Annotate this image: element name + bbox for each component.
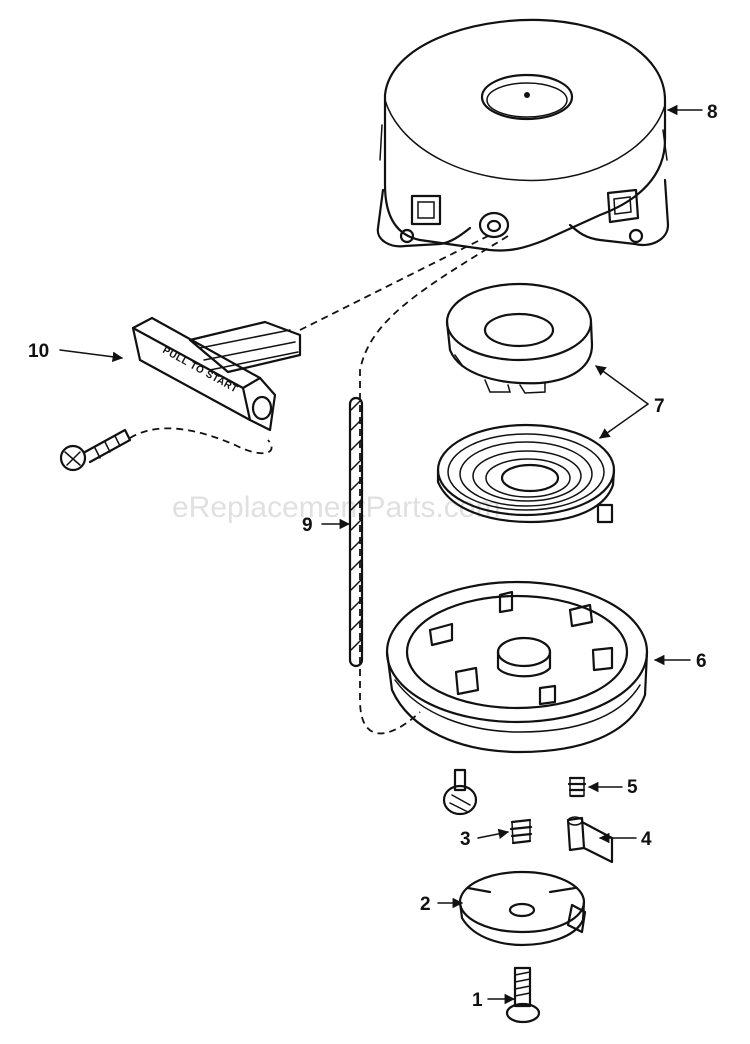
callout-6: 6 [696, 651, 707, 672]
retainer [458, 870, 587, 947]
handle-screw [59, 428, 132, 472]
callout-2: 2 [420, 894, 431, 915]
callout-5: 5 [627, 777, 638, 798]
starter-handle: PULL TO START [131, 316, 302, 432]
rope-path-handle [129, 427, 273, 455]
callout-1: 1 [472, 990, 483, 1011]
callout-9: 9 [302, 515, 313, 536]
pawl-pin [442, 768, 478, 816]
spring-cup [445, 282, 594, 394]
callout-10: 10 [28, 341, 49, 362]
watermark: eReplacementParts.com [172, 491, 500, 524]
callout-4: 4 [641, 829, 652, 850]
starter-rope [348, 396, 364, 668]
pawl [566, 816, 614, 864]
callout-arrows [59, 104, 703, 1005]
rope-path-housing [299, 234, 491, 331]
center-screw [505, 966, 541, 1024]
brake-spring [509, 818, 533, 845]
rope-path-pulley [359, 235, 509, 735]
callout-7: 7 [654, 396, 665, 417]
pawl-spring [567, 776, 587, 798]
callout-8: 8 [707, 102, 718, 123]
handle-label: PULL TO START [161, 345, 240, 395]
pulley [385, 580, 649, 754]
recoil-spring [436, 423, 616, 524]
callout-3: 3 [460, 829, 471, 850]
starter-housing [376, 18, 670, 252]
